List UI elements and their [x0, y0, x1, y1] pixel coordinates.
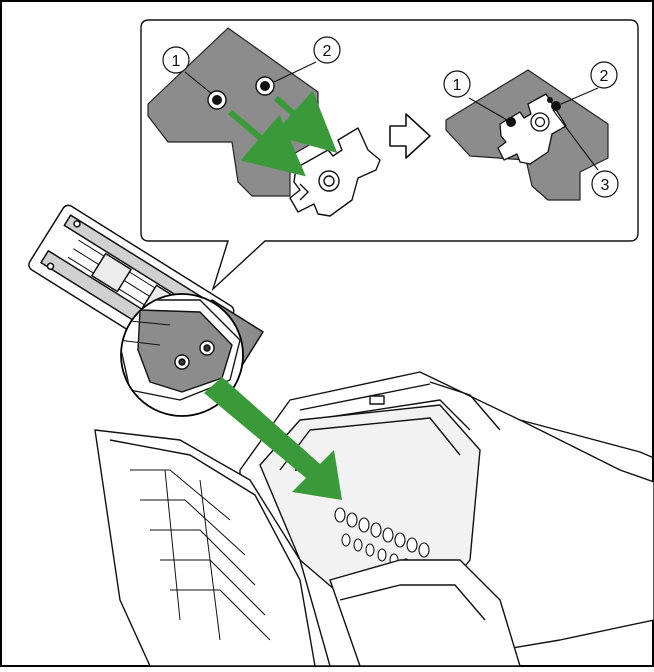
- svg-text:2: 2: [323, 43, 332, 60]
- callout-number-left-1: 1: [162, 46, 190, 74]
- leader-lines: [184, 61, 599, 171]
- callout-number-left-2: 2: [313, 36, 341, 64]
- callout-arrows: [228, 90, 338, 177]
- right-plate: [445, 69, 609, 201]
- svg-text:2: 2: [600, 68, 609, 85]
- callout-number-right-2: 2: [590, 61, 618, 89]
- callout-number-right-1: 1: [443, 70, 471, 98]
- scanner-body: [94, 371, 654, 667]
- left-bracket: [289, 127, 381, 217]
- direction-arrow-icon: [389, 113, 431, 159]
- insert-arrow: [204, 377, 342, 500]
- svg-text:1: 1: [453, 77, 462, 94]
- right-screw-2: [551, 101, 561, 111]
- magnifier-circle: [120, 293, 244, 417]
- right-post-3: [547, 97, 553, 103]
- right-screw-1: [506, 117, 516, 127]
- callout-number-right-3: 3: [591, 170, 619, 198]
- svg-text:1: 1: [172, 53, 181, 70]
- svg-text:3: 3: [601, 177, 610, 194]
